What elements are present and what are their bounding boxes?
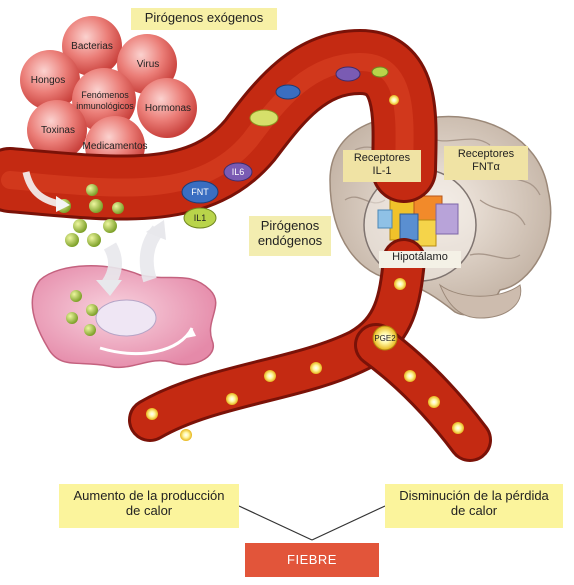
pge2-label: PGE2 [374, 334, 396, 343]
agent-hormonas: Hormonas [145, 103, 191, 114]
receptor-il1-line1: Receptores [343, 152, 421, 165]
agent-medicamentos: Medicamentos [82, 141, 147, 152]
receptor-fnt-line2: FNTα [444, 161, 528, 174]
outcome-left-line1: Aumento de la producción [59, 489, 239, 504]
macrophage-cell [32, 266, 215, 368]
title-endogenous-line2: endógenos [249, 234, 331, 249]
outcome-right-line1: Disminución de la pérdida [385, 489, 563, 504]
title-endogenous-line1: Pirógenos [249, 219, 331, 234]
agent-toxinas: Toxinas [41, 125, 75, 136]
agent-virus: Virus [137, 59, 160, 70]
title-exogenous-pyrogens: Pirógenos exógenos [131, 8, 277, 30]
cytokine-il6: IL6 [232, 167, 245, 177]
agent-hongos: Hongos [31, 75, 65, 86]
outcome-right-line2: de calor [385, 504, 563, 519]
agent-bacterias: Bacterias [71, 41, 113, 52]
hypothalamus-label: Hipotálamo [379, 251, 461, 268]
cytokine-il1: IL1 [194, 213, 207, 223]
receptor-fnt-line1: Receptores [444, 148, 528, 161]
pge2-marker: PGE2 [373, 326, 397, 350]
outcome-left-line2: de calor [59, 504, 239, 519]
receptor-fnt-label: Receptores FNTα [444, 146, 528, 180]
outcome-heat-production: Aumento de la producción de calor [59, 484, 239, 528]
outcome-connectors [239, 506, 385, 540]
cytokine-fnt: FNT [191, 187, 209, 197]
outcome-heat-loss: Disminución de la pérdida de calor [385, 484, 563, 528]
title-endogenous-pyrogens: Pirógenos endógenos [249, 216, 331, 256]
receptor-il1-label: Receptores IL-1 [343, 150, 421, 182]
receptor-il1-line2: IL-1 [343, 165, 421, 178]
fever-result-box: FIEBRE [245, 543, 379, 577]
